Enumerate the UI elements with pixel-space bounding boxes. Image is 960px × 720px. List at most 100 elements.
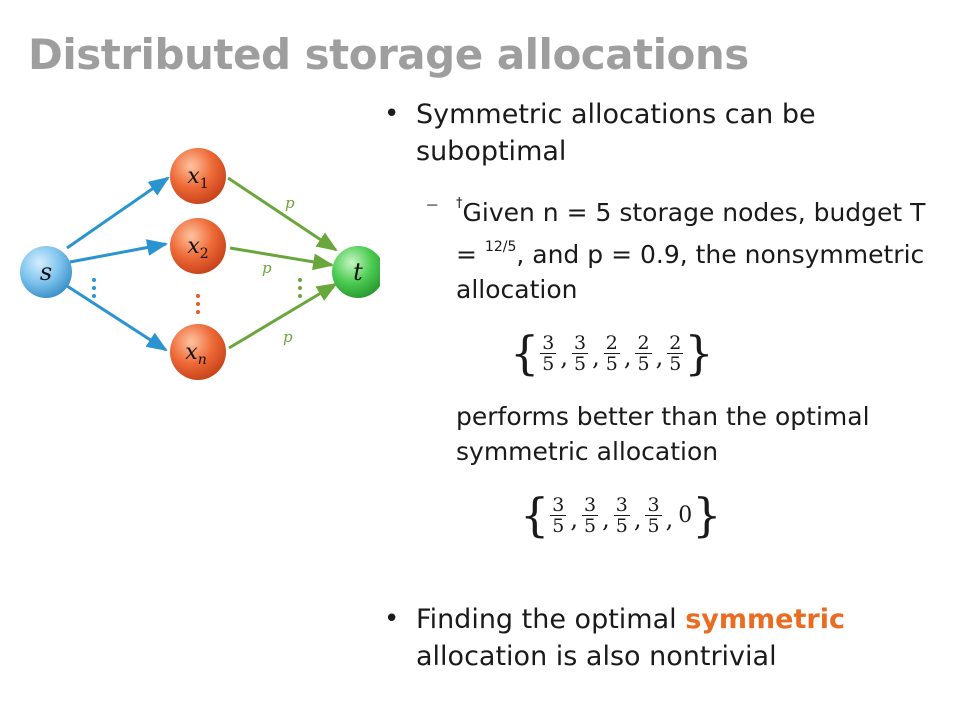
set2-fraction-bar (645, 514, 662, 516)
set2-last-value: 0 (678, 502, 693, 528)
bullet-2-text-b: allocation is also nontrivial (416, 641, 777, 672)
edge-x2-t (229, 246, 335, 271)
set1-comma: , (655, 343, 664, 371)
set1-denominator: 5 (542, 352, 555, 375)
set1-comma: , (592, 343, 600, 371)
set2-denominator: 5 (584, 514, 597, 537)
bullet-2: • Finding the optimal symmetric allocati… (382, 601, 942, 675)
set1-fraction-bar (667, 352, 684, 354)
set1-comma: , (560, 343, 569, 371)
set2-open-brace: { (520, 488, 550, 542)
set1-comma: , (623, 343, 632, 371)
set2-comma: , (633, 505, 642, 533)
budget-fraction: 12/5 (484, 239, 517, 255)
set1-denominator: 5 (637, 352, 650, 375)
edge-s-x1 (66, 176, 170, 250)
set2-comma: , (570, 505, 579, 533)
storage-node-x2: x2 (170, 218, 226, 274)
variable-n: n (542, 198, 559, 227)
set1-numerator: 2 (637, 331, 650, 354)
node-x1-label: x (187, 164, 200, 189)
set1-numerator: 3 (574, 331, 587, 354)
bullet-1-text: Symmetric allocations can be suboptimal (416, 99, 816, 167)
bullet-1: • Symmetric allocations can be suboptima… (382, 96, 942, 170)
node-x2-label: x (187, 234, 200, 259)
edge-xn-t (228, 282, 338, 350)
edge-label-p-1: p (285, 194, 295, 212)
edge-s-x2 (69, 239, 169, 264)
edge-label-p-2: p (262, 259, 272, 277)
set1-fraction-bar (635, 352, 652, 354)
sub-bullet-1: – †Given n = 5 storage nodes, budget T =… (426, 186, 942, 543)
bullet-dot: • (384, 604, 400, 634)
set1-denominator: 5 (574, 352, 587, 375)
set1-fraction-bar (603, 352, 620, 354)
set1-fraction-bar (540, 352, 557, 354)
set2-numerator: 3 (647, 493, 660, 516)
set1-denominator: 5 (669, 352, 682, 375)
ellipsis-dots-green (298, 278, 302, 298)
svg-text:xn: xn (185, 340, 206, 368)
sub-text-given: Given (462, 198, 535, 227)
set1-close-brace: } (684, 326, 714, 380)
node-x1-subscript: 1 (200, 176, 209, 192)
svg-text:x1: x1 (187, 164, 208, 192)
set2-numerator: 3 (552, 493, 565, 516)
variable-T: T (910, 198, 926, 227)
equals-sign: = (456, 240, 477, 269)
sub-text-performs-better: performs better than the optimal symmetr… (456, 402, 870, 466)
bullet-2-text-a: Finding the optimal (416, 604, 677, 635)
set1-open-brace: { (510, 326, 540, 380)
slide-content: • Symmetric allocations can be suboptima… (382, 96, 942, 675)
storage-node-xn: xn (170, 324, 226, 380)
set1-numerator: 2 (605, 331, 618, 354)
set2-numerator: 3 (584, 493, 597, 516)
dagger-footnote-mark: † (456, 196, 463, 211)
ellipsis-dots-orange (196, 294, 200, 314)
edge-label-p-3: p (283, 328, 293, 346)
set2-close-brace: } (692, 488, 722, 542)
set1-fraction-bar (572, 352, 589, 354)
storage-node-x1: x1 (170, 148, 226, 204)
edge-x1-t (227, 176, 338, 252)
sub-bullet-dash: – (426, 189, 439, 218)
ellipsis-dots-blue (92, 278, 96, 298)
sink-node: t (332, 246, 380, 298)
node-xn-label: x (185, 340, 198, 365)
set2-comma: , (665, 505, 674, 533)
sink-node-label: t (353, 258, 363, 286)
sub-text-nonsymmetric: = 0.9, the nonsymmetric allocation (456, 240, 925, 304)
set2-numerator: 3 (615, 493, 628, 516)
svg-text:x2: x2 (187, 234, 208, 262)
set2-denominator: 5 (552, 514, 565, 537)
source-node-label: s (40, 258, 52, 286)
set2-comma: , (602, 505, 610, 533)
set2-fraction-bar (582, 514, 599, 516)
slide-title: Distributed storage allocations (28, 30, 749, 79)
set2-fraction-bar (550, 514, 567, 516)
set1-numerator: 2 (669, 331, 682, 354)
storage-flow-diagram: p p p s x1 x2 xn t (20, 148, 380, 380)
source-node: s (20, 246, 72, 298)
node-x2-subscript: 2 (200, 246, 209, 262)
variable-p: p (587, 240, 604, 269)
edge-s-xn (66, 284, 168, 352)
sub-text-nodes-budget: = 5 storage nodes, budget (566, 198, 903, 227)
set1-numerator: 3 (542, 331, 555, 354)
node-xn-subscript: n (198, 352, 207, 368)
sub-text-and: , and (516, 240, 580, 269)
set1-denominator: 5 (605, 352, 618, 375)
set2-fraction-bar (613, 514, 630, 516)
bullet-dot: • (384, 99, 400, 129)
